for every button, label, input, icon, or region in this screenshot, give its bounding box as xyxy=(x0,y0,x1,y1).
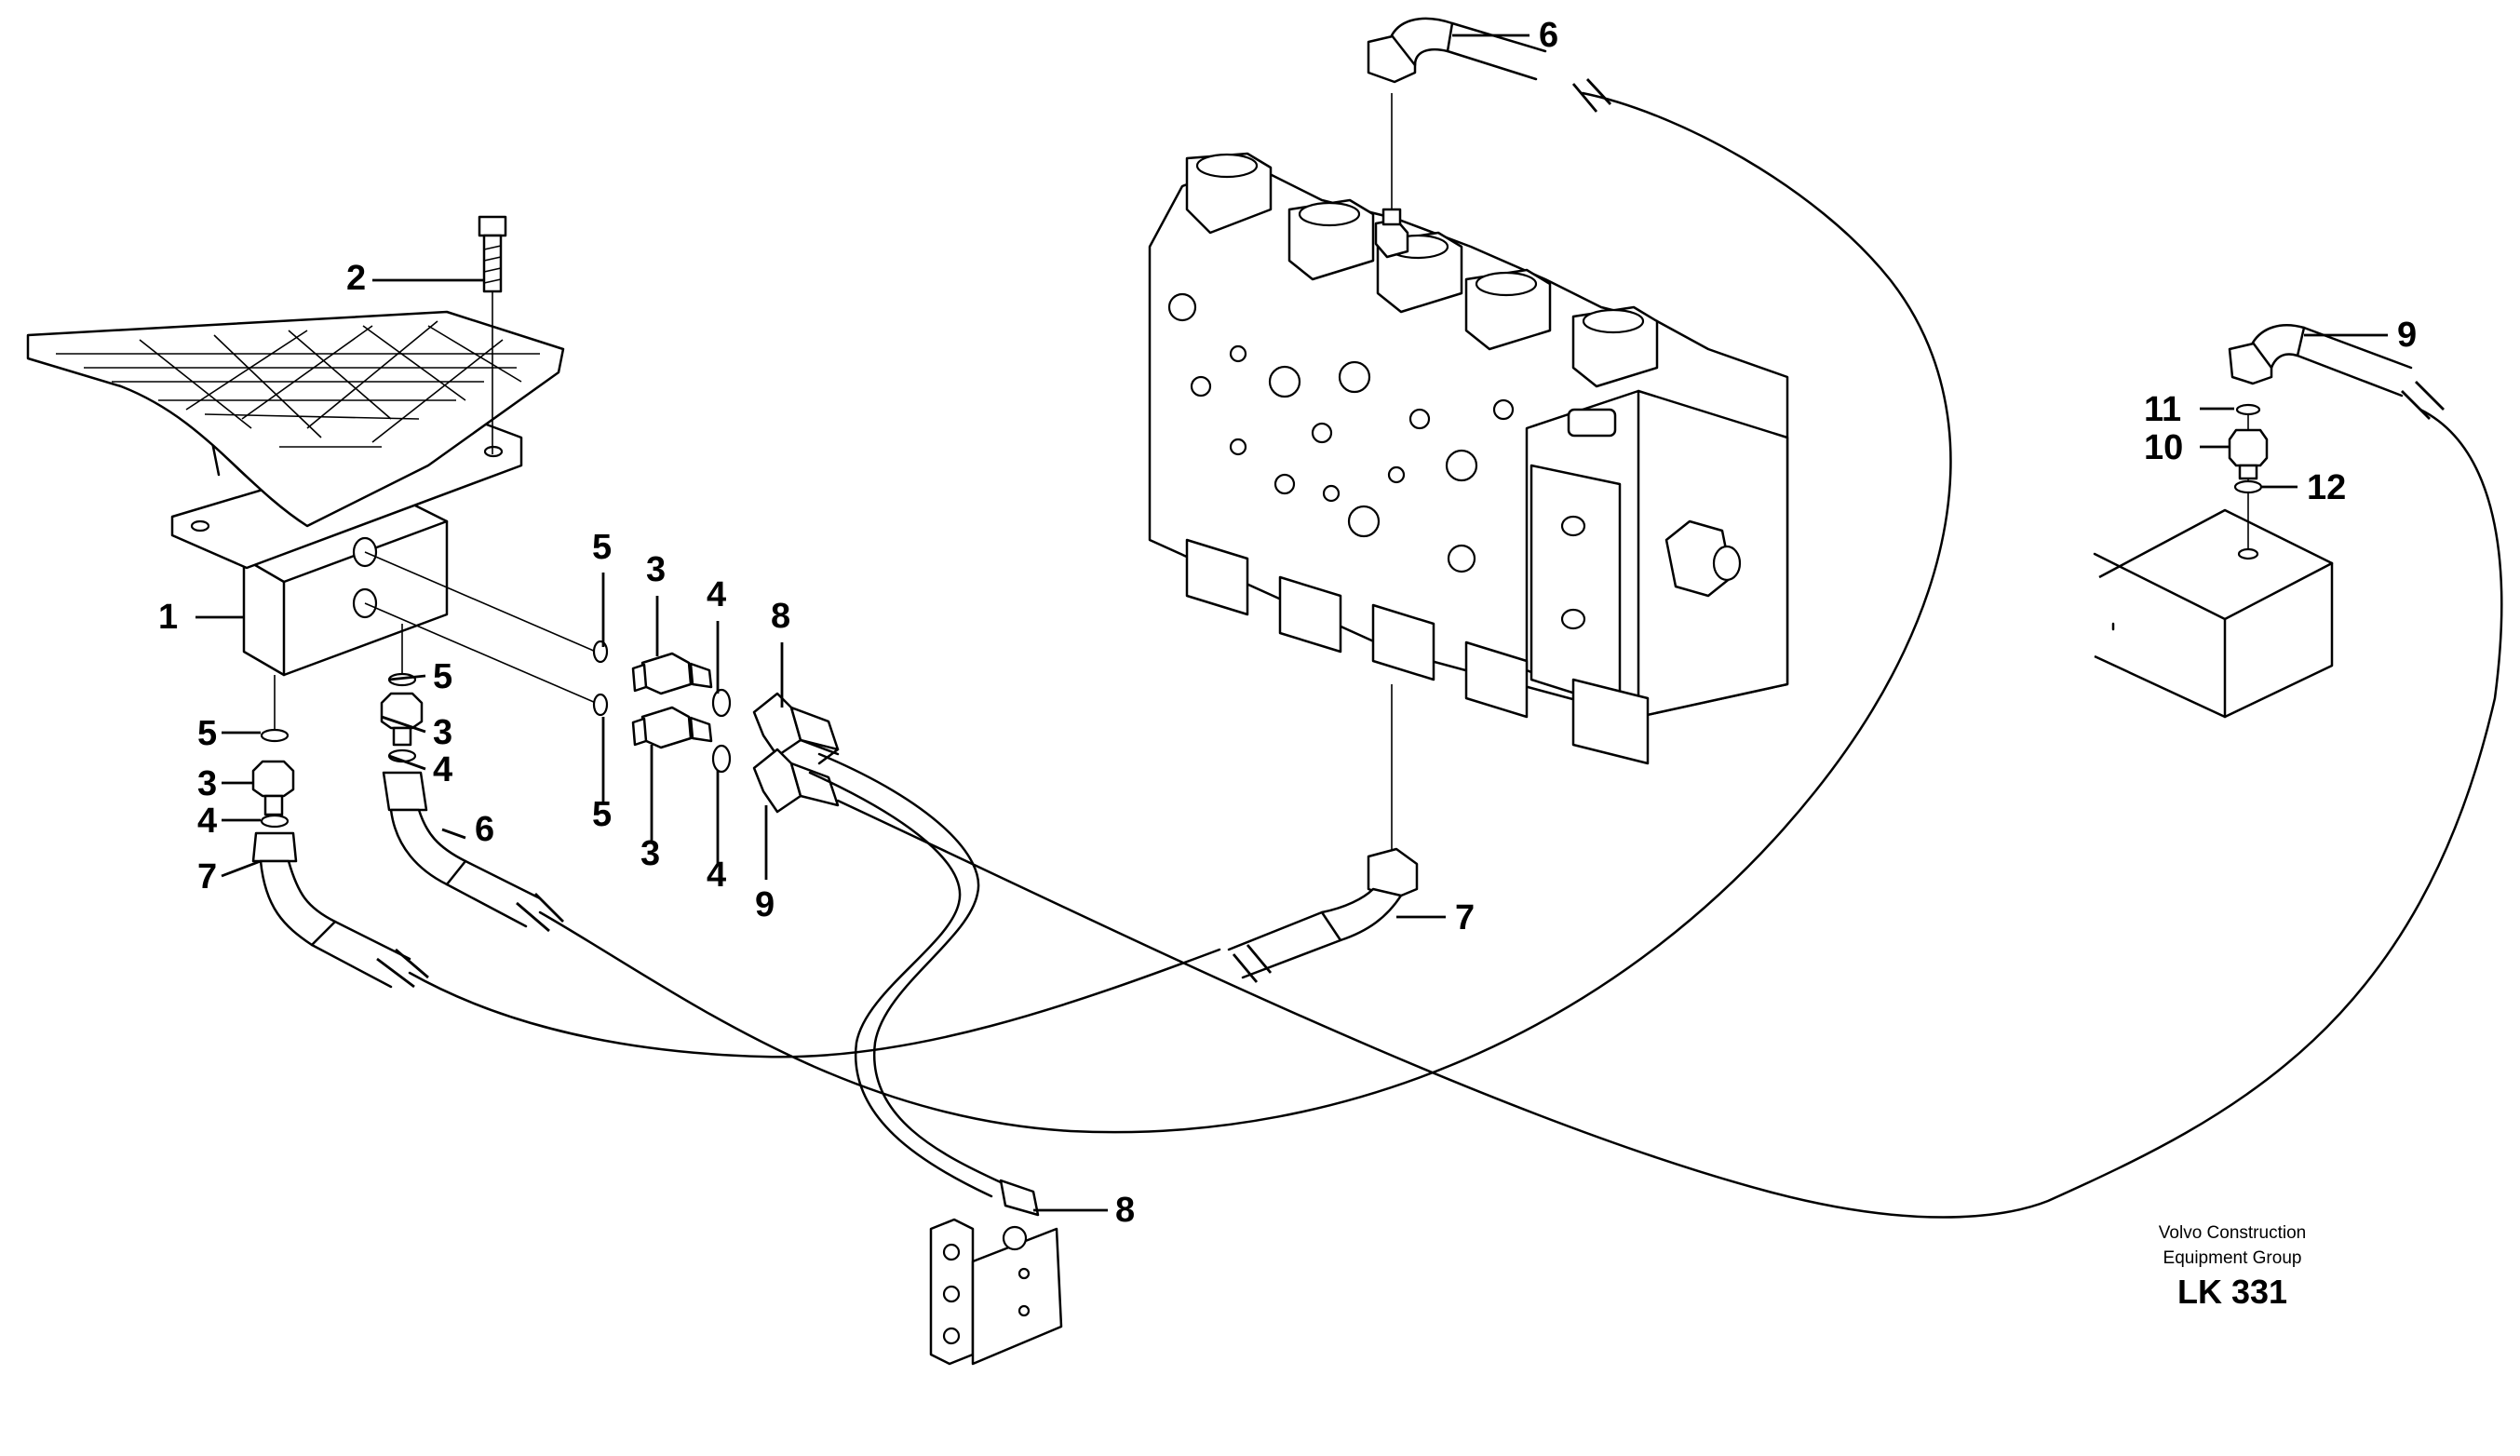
callout-3: 3 xyxy=(197,764,217,803)
callout-4: 4 xyxy=(707,856,726,895)
callout-8: 8 xyxy=(1115,1191,1135,1230)
leader-lines xyxy=(195,34,2388,1212)
hose-end-7-valve xyxy=(1227,847,1419,979)
hose-routes xyxy=(376,78,2503,1219)
callout-3: 3 xyxy=(433,713,452,752)
tank xyxy=(2093,324,2413,719)
fittings-pedal-right xyxy=(380,672,467,886)
fittings-upper xyxy=(592,640,840,758)
callout-5: 5 xyxy=(592,795,612,834)
hose-end-6-top xyxy=(1367,17,1547,84)
callout-6: 6 xyxy=(1539,16,1558,55)
bracket xyxy=(929,1179,1063,1366)
callout-4: 4 xyxy=(707,575,726,614)
callout-12: 12 xyxy=(2307,468,2346,507)
fittings-pedal-left xyxy=(251,728,337,947)
callout-10: 10 xyxy=(2144,428,2183,467)
callout-7: 7 xyxy=(197,857,217,897)
credit-block: Volvo Construction Equipment Group LK 33… xyxy=(2159,1223,2306,1311)
callout-4: 4 xyxy=(197,802,217,841)
callout-3: 3 xyxy=(646,550,666,589)
callout-9: 9 xyxy=(2397,316,2417,355)
foot-pedal-valve xyxy=(26,215,565,677)
callout-7: 7 xyxy=(1455,898,1475,937)
callout-5: 5 xyxy=(592,528,612,567)
drawing-code: LK 331 xyxy=(2177,1273,2287,1311)
credit-line-2: Equipment Group xyxy=(2163,1248,2302,1268)
callout-1: 1 xyxy=(158,598,178,637)
fittings-lower xyxy=(592,693,840,814)
callout-8: 8 xyxy=(771,597,790,636)
callout-6: 6 xyxy=(475,810,494,849)
callout-3: 3 xyxy=(640,834,660,873)
credit-line-1: Volvo Construction xyxy=(2159,1223,2306,1243)
callout-5: 5 xyxy=(197,714,217,753)
control-valve-block xyxy=(1148,152,1789,765)
callout-11: 11 xyxy=(2144,390,2181,429)
callout-4: 4 xyxy=(433,750,452,789)
callouts: 1 2 5 3 4 7 5 3 4 6 5 3 4 8 5 3 4 9 6 7 … xyxy=(158,16,2417,1230)
callout-5: 5 xyxy=(433,657,452,696)
callout-2: 2 xyxy=(346,259,366,298)
callout-9: 9 xyxy=(755,885,775,924)
